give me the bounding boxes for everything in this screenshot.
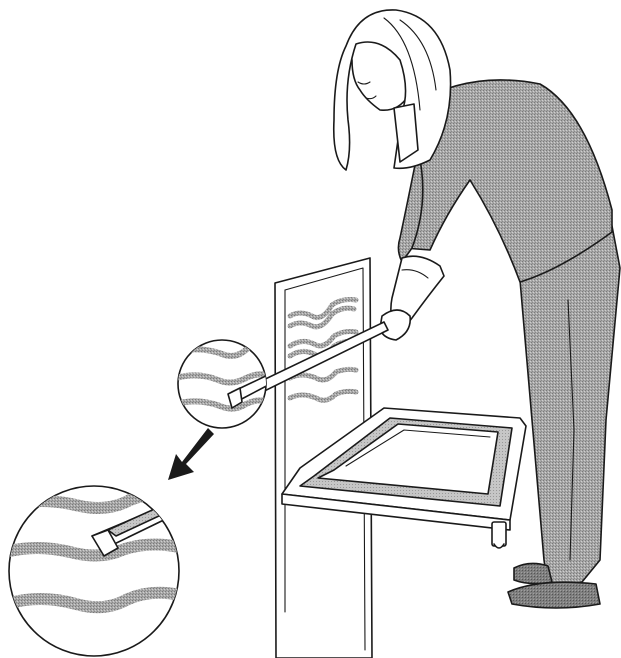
person-trousers bbox=[520, 226, 620, 588]
person-shoe-back bbox=[514, 563, 552, 583]
person-shoe-front bbox=[508, 582, 600, 608]
magnifier-callout-small bbox=[176, 340, 274, 428]
magnifier-callout-large bbox=[6, 486, 184, 656]
arrow-down-left-icon bbox=[168, 428, 214, 480]
